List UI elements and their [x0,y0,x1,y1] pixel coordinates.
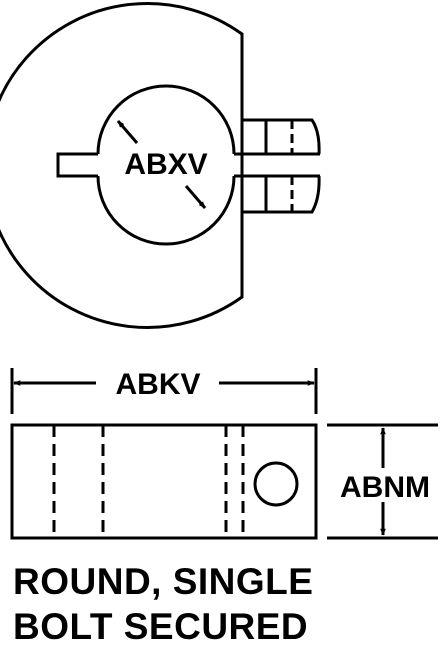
height-label: ABNM [340,471,430,504]
bore-dimension-leader-upper [116,120,139,144]
upper-lug [240,118,321,155]
bore-dimension-leader-lower [184,185,207,209]
collar-outer-outline [0,2,244,329]
bore-diameter-dimension [116,120,207,209]
bore-diameter-label: ABXV [124,148,207,181]
side-view [10,423,318,540]
bore-outline [96,84,236,246]
length-dimension [10,368,318,414]
lower-lug [240,175,321,214]
side-body-outline [10,423,318,540]
top-view [0,2,321,329]
caption-line-2: BOLT SECURED [13,606,309,647]
bolt-hole-circle [253,461,299,507]
left-slot [56,152,98,178]
height-dimension [327,423,438,540]
overall-length-label: ABKV [115,368,200,401]
caption-line-1: ROUND, SINGLE [13,561,314,602]
